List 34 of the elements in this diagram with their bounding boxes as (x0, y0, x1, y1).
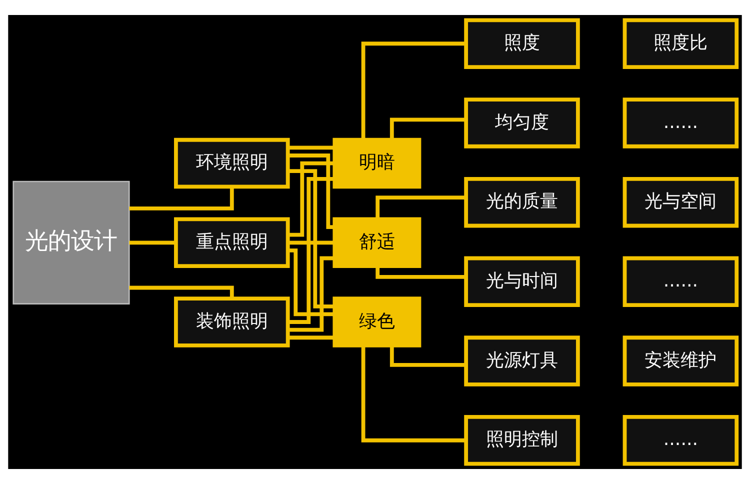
connector (129, 240, 176, 245)
connector (288, 176, 334, 324)
node-box: 光源灯具 (464, 336, 580, 386)
node-box: 安装维护 (622, 336, 739, 386)
node-box: 光与空间 (622, 176, 739, 228)
connector (288, 336, 335, 340)
node-box: ...... (622, 256, 739, 308)
connector (288, 256, 334, 332)
connector (129, 186, 234, 210)
connector (288, 146, 335, 150)
node-box: 光的质量 (464, 176, 580, 228)
node-box: 照度比 (622, 18, 739, 69)
connector (288, 154, 335, 229)
node-box: 明暗 (332, 138, 422, 189)
node-box: 环境照明 (174, 138, 290, 189)
node-box: 光与时间 (464, 256, 580, 308)
node-box: 照度 (464, 18, 580, 69)
connector (361, 42, 466, 140)
node-box: 光的设计 (12, 180, 130, 304)
connector (288, 240, 335, 245)
connector (288, 169, 334, 308)
node-box: 绿色 (332, 296, 422, 348)
node-box: ...... (622, 98, 739, 148)
node-box: 均匀度 (464, 98, 580, 148)
node-box: ...... (622, 415, 739, 466)
node-box: 照明控制 (464, 415, 580, 466)
node-box: 舒适 (332, 217, 422, 268)
connector (361, 346, 466, 442)
connector (376, 266, 466, 279)
connector (288, 161, 334, 237)
node-box: 装饰照明 (174, 296, 290, 348)
node-box: 重点照明 (174, 217, 290, 268)
connector (129, 286, 234, 299)
connector (288, 248, 334, 316)
